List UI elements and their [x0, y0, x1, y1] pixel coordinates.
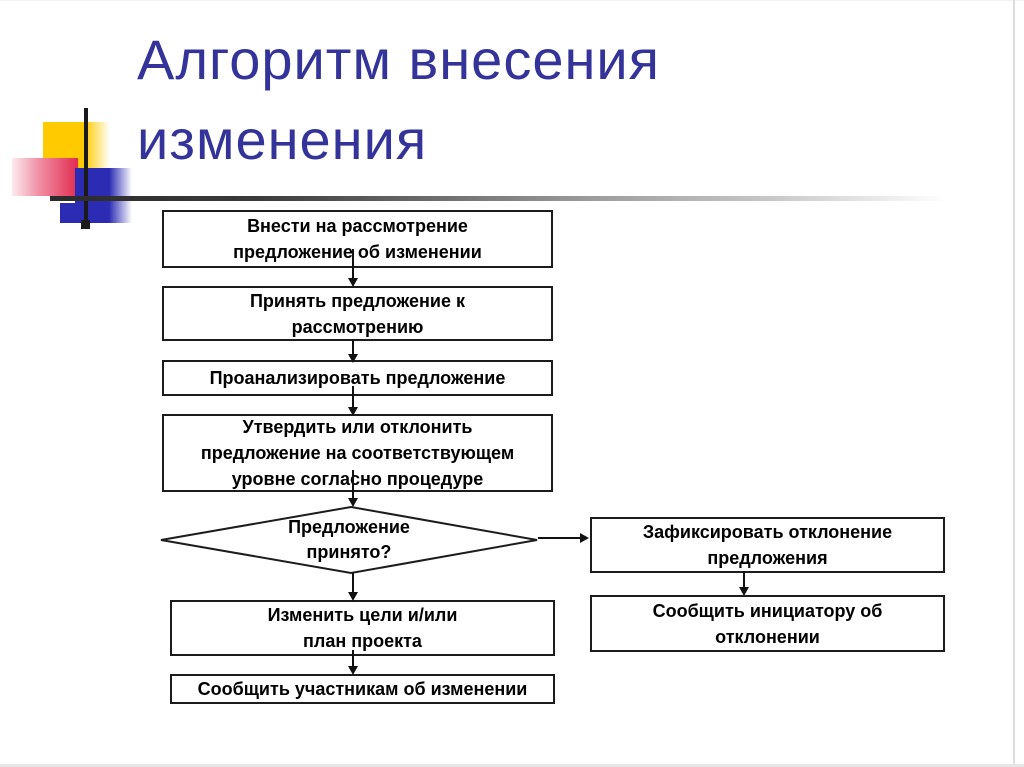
arrow-record-to-notify-initiator: [739, 571, 749, 596]
arrow-step2-to-step3: [348, 340, 358, 363]
flow-step-submit-proposal: Внести на рассмотрение предложение об из…: [162, 210, 553, 268]
decoration-vertical-line-end: [81, 220, 90, 229]
decoration-red-square: [12, 158, 78, 196]
title-underline-rule: [50, 196, 975, 201]
frame-top-line: [0, 0, 1024, 1]
decoration-blue-square-lower: [60, 203, 132, 223]
flow-step-notify-initiator: Сообщить инициатору об отклонении: [590, 595, 945, 652]
arrow-update-to-notify: [348, 650, 358, 675]
arrow-step1-to-step2: [348, 249, 358, 287]
arrow-decision-to-record-rejection: [538, 533, 589, 543]
flow-step-notify-participants: Сообщить участникам об изменении: [170, 674, 555, 704]
arrow-step4-to-decision: [348, 470, 358, 507]
arrow-step3-to-step4: [348, 386, 358, 416]
slide-title: Алгоритм внесения изменения: [137, 28, 660, 171]
flow-step-approve-or-reject: Утвердить или отклонить предложение на с…: [162, 414, 553, 492]
frame-bottom-line: [0, 764, 1024, 767]
decision-proposal-accepted: Предложение принято?: [288, 517, 410, 562]
decoration-vertical-line: [84, 108, 88, 222]
decision-diamond-shape: [160, 505, 538, 575]
frame-right-line: [1013, 0, 1015, 767]
arrow-decision-to-update: [348, 573, 358, 601]
flow-step-analyze-proposal: Проанализировать предложение: [162, 360, 553, 396]
flow-step-accept-for-review: Принять предложение к рассмотрению: [162, 286, 553, 341]
flow-step-update-goals-plan: Изменить цели и/или план проекта: [170, 600, 555, 656]
flow-step-record-rejection: Зафиксировать отклонение предложения: [590, 517, 945, 573]
